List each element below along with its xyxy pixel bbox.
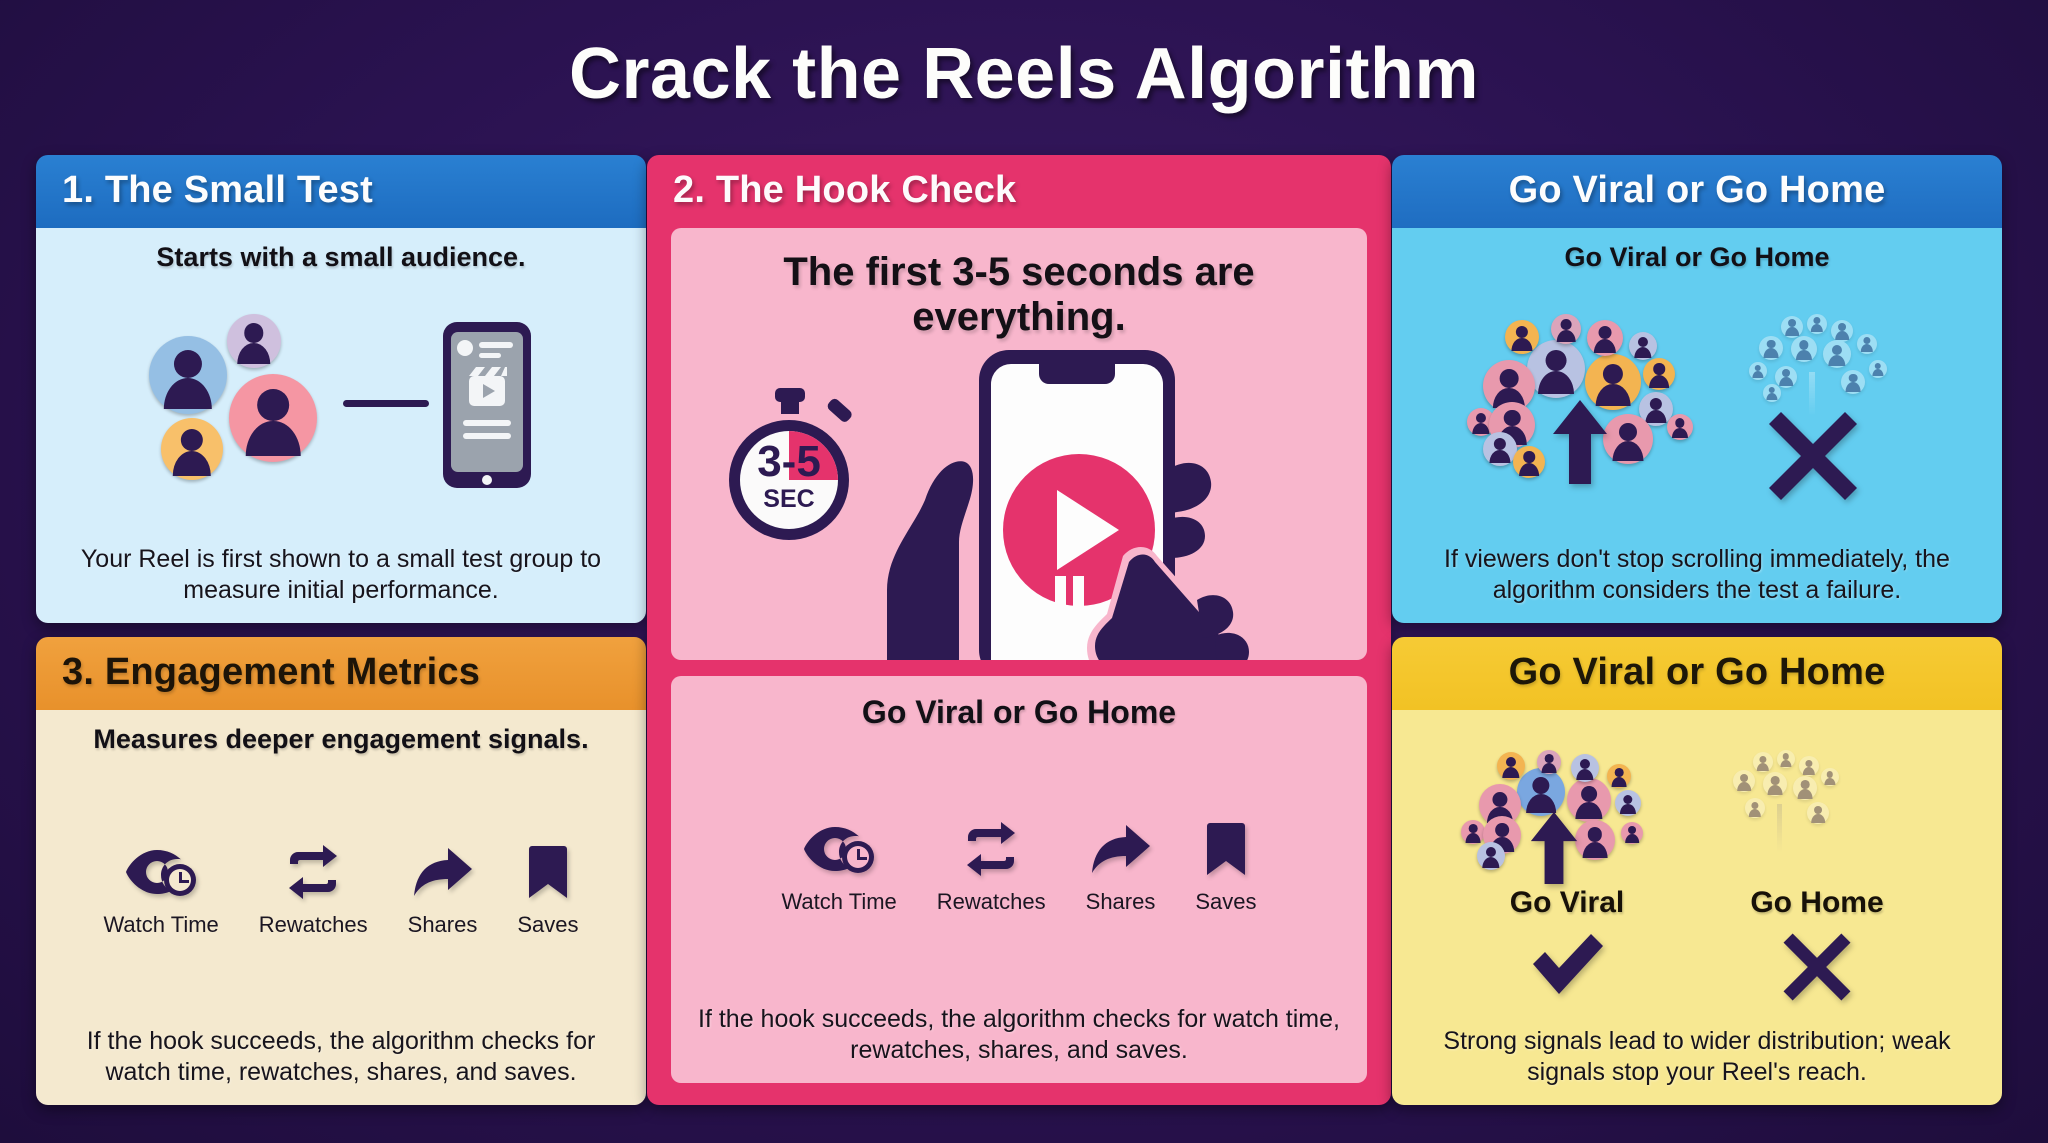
card-engagement-body: Measures deeper engagement signals. Watc… [36, 710, 646, 1105]
check-icon [1533, 934, 1603, 994]
card-viral-bottom-header: Go Viral or Go Home [1392, 637, 2002, 710]
card-hook-check-caption: If the hook succeeds, the algorithm chec… [698, 1005, 1340, 1064]
metric-label: Rewatches [936, 888, 1046, 914]
cross-icon [1783, 933, 1851, 1001]
outcome-label: Go Viral [1509, 886, 1625, 919]
card-hook-check-header: 2. The Hook Check [673, 169, 1017, 211]
metric-saves: Saves [1195, 821, 1257, 915]
audience-growth-icon [1425, 750, 1695, 884]
metric-watch-time: Watch Time [103, 844, 219, 938]
eye-clock-icon [123, 844, 199, 900]
card-engagement-metrics: 3. Engagement Metrics Measures deeper en… [36, 637, 646, 1105]
hook-check-panel-title: Go Viral or Go Home [861, 694, 1177, 730]
metric-rewatches: Rewatches [937, 821, 1046, 915]
metric-label: Shares [1085, 888, 1156, 914]
hook-check-headline: The first 3-5 seconds are everything. [783, 250, 1255, 339]
stopwatch-unit: SEC [763, 484, 815, 513]
metric-label: Saves [1195, 888, 1257, 914]
hook-check-top-panel: The first 3-5 seconds are everything. 3-… [671, 228, 1367, 660]
card-viral-top-subhead: Go Viral or Go Home [1564, 242, 1830, 272]
bookmark-icon [1205, 821, 1247, 877]
card-small-test-caption: Your Reel is first shown to a small test… [80, 545, 602, 604]
metric-shares: Shares [1085, 821, 1156, 915]
card-viral-bottom-body: Go Viral Go Home Strong signals lead to … [1392, 710, 2002, 1105]
metrics-row: Watch Time Rewatches Shares [56, 844, 626, 938]
eye-clock-icon [801, 821, 877, 877]
page-header: Crack the Reels Algorithm [0, 0, 2048, 148]
connector-line-icon [343, 399, 429, 407]
infographic-grid: 1. The Small Test Starts with a small au… [36, 155, 2012, 1105]
card-viral-bottom: Go Viral or Go Home [1392, 637, 2002, 1105]
outcome-viral: Go Viral [1477, 886, 1657, 1003]
repeat-icon [280, 844, 346, 900]
card-viral-top-header: Go Viral or Go Home [1392, 155, 2002, 228]
bookmark-icon [527, 844, 569, 900]
up-arrow-icon [1553, 399, 1607, 484]
outcome-label: Go Home [1750, 886, 1884, 919]
audience-growth-icon [1427, 313, 1727, 504]
metric-label: Watch Time [781, 888, 897, 914]
audience-fade-icon [1717, 750, 1917, 880]
small-test-illustration [56, 273, 626, 544]
audience-cluster-icon [131, 313, 341, 504]
card-viral-top-body: Go Viral or Go Home [1392, 228, 2002, 623]
viral-outcome-illustration: Go Viral Go Home [1412, 724, 1982, 1026]
stopwatch-icon: 3-5 SEC [715, 387, 865, 548]
card-viral-bottom-caption: Strong signals lead to wider distributio… [1443, 1027, 1951, 1086]
metrics-row: Watch Time Rewatches Shares [693, 821, 1345, 915]
engagement-metrics-strip: Watch Time Rewatches Shares [56, 755, 626, 1026]
card-viral-top: Go Viral or Go Home Go Viral or Go Home [1392, 155, 2002, 623]
metric-label: Rewatches [258, 911, 368, 937]
share-arrow-icon [412, 844, 474, 900]
stopwatch-value: 3-5 [757, 436, 821, 486]
metric-shares: Shares [407, 844, 478, 938]
metric-rewatches: Rewatches [259, 844, 368, 938]
metric-watch-time: Watch Time [781, 821, 897, 915]
card-small-test: 1. The Small Test Starts with a small au… [36, 155, 646, 623]
metric-saves: Saves [517, 844, 579, 938]
phone-reel-icon [441, 320, 533, 495]
up-arrow-icon [1530, 812, 1578, 884]
page-title: Crack the Reels Algorithm [568, 34, 1480, 114]
cross-icon [1769, 411, 1857, 500]
hook-check-metrics-strip: Watch Time Rewatches Shares [693, 731, 1345, 1004]
metric-label: Watch Time [103, 911, 219, 937]
viral-vs-fail-illustration [1412, 273, 1982, 544]
audience-fade-icon [1745, 313, 1945, 504]
repeat-icon [958, 821, 1024, 877]
card-engagement-subhead: Measures deeper engagement signals. [93, 724, 589, 754]
metric-label: Shares [407, 911, 478, 937]
share-arrow-icon [1090, 821, 1152, 877]
card-engagement-caption: If the hook succeeds, the algorithm chec… [86, 1027, 596, 1086]
card-small-test-body: Starts with a small audience. [36, 228, 646, 623]
card-hook-check: 2. The Hook Check The first 3-5 seconds … [647, 155, 1391, 1105]
hand-phone-play-icon [867, 349, 1297, 660]
card-viral-top-caption: If viewers don't stop scrolling immediat… [1444, 545, 1950, 604]
card-engagement-header: 3. Engagement Metrics [36, 637, 646, 710]
hook-check-illustration: 3-5 SEC [689, 340, 1349, 660]
card-small-test-subhead: Starts with a small audience. [156, 242, 526, 272]
outcome-home: Go Home [1727, 886, 1907, 1007]
metric-label: Saves [517, 911, 579, 937]
hook-check-bottom-panel: Go Viral or Go Home Watch Time Rewatches [671, 676, 1367, 1083]
card-small-test-header: 1. The Small Test [36, 155, 646, 228]
